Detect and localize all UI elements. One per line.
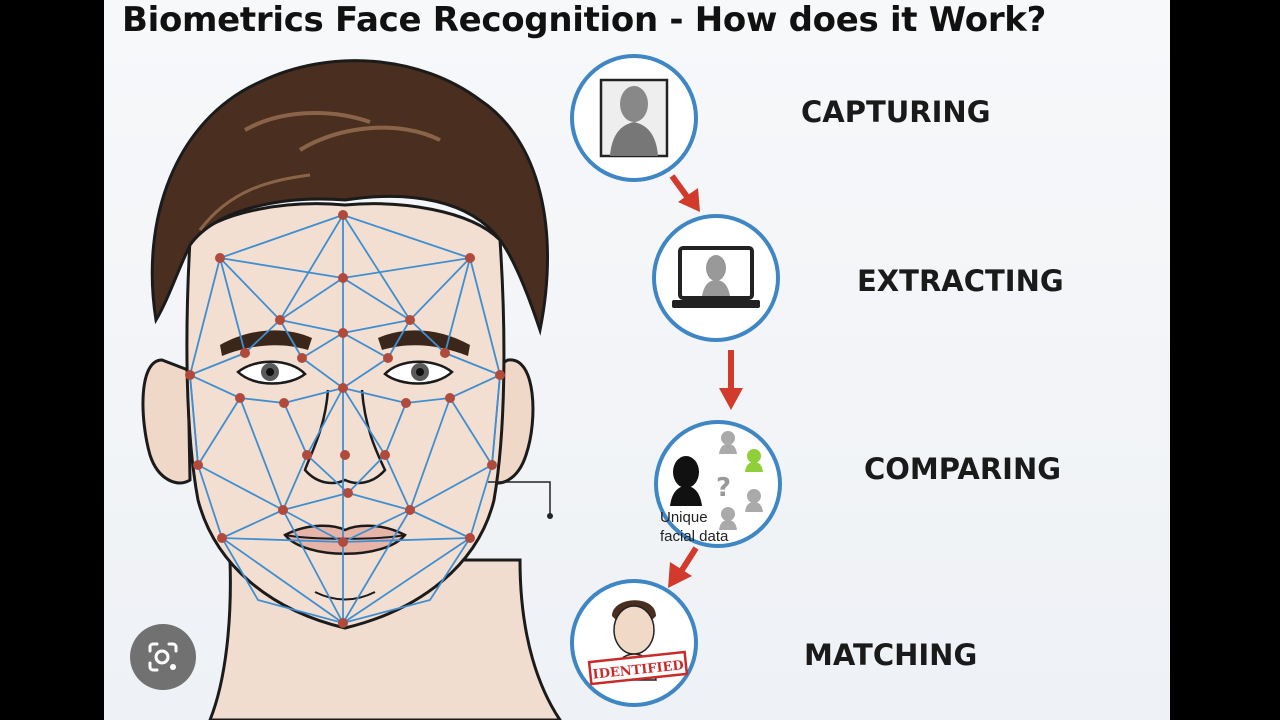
step-label-comparing: COMPARING bbox=[864, 452, 1062, 486]
left-eye bbox=[236, 360, 307, 385]
step-circle-matching: IDENTIFIED bbox=[570, 579, 698, 707]
visual-search-button[interactable] bbox=[130, 624, 196, 690]
step-label-extracting: EXTRACTING bbox=[857, 264, 1064, 298]
question-mark: ? bbox=[716, 473, 731, 503]
step-label-capturing: CAPTURING bbox=[801, 95, 991, 129]
arrow-comparing-to-matching bbox=[668, 546, 699, 588]
right-eye bbox=[383, 360, 454, 385]
lens-icon bbox=[148, 642, 178, 672]
left-ear bbox=[141, 358, 192, 485]
face-illustration: ? IDENTIFIED bbox=[141, 54, 782, 720]
annotation-pointer bbox=[488, 481, 551, 516]
step-circle-comparing: ? bbox=[654, 420, 782, 548]
step-circle-capturing bbox=[570, 54, 698, 182]
mesh-nodes bbox=[185, 210, 505, 628]
page-title: Biometrics Face Recognition - How does i… bbox=[122, 0, 1047, 40]
arrow-capturing-to-extracting bbox=[669, 174, 700, 212]
face-skin bbox=[185, 202, 506, 630]
step-label-matching: MATCHING bbox=[804, 638, 978, 672]
nose bbox=[303, 389, 387, 485]
infographic-panel: Biometrics Face Recognition - How does i… bbox=[104, 0, 1170, 720]
flow-arrows bbox=[668, 174, 743, 588]
arrow-extracting-to-comparing bbox=[719, 350, 743, 410]
step-circle-extracting bbox=[652, 214, 780, 342]
annotation-unique-facial-data: Unique facial data bbox=[660, 509, 729, 545]
